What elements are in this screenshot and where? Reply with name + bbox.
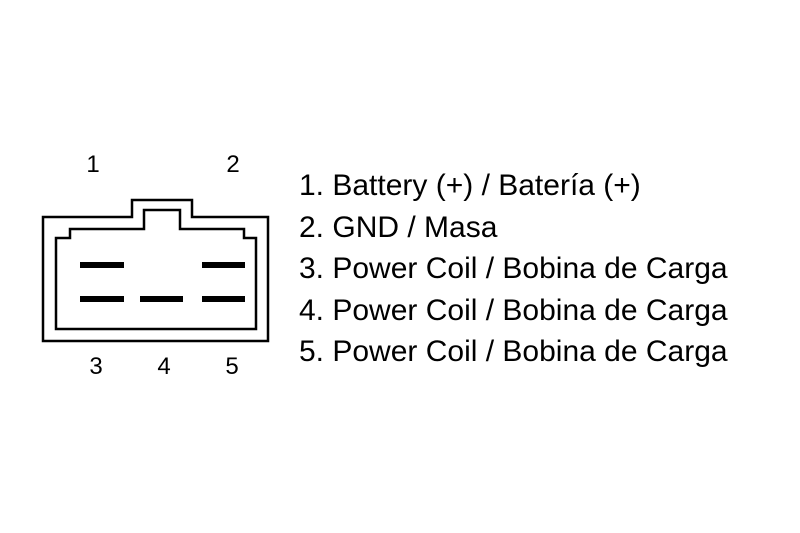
legend-item-pin-2: 2. GND / Masa [299, 210, 498, 244]
pin-terminal-3 [80, 296, 124, 302]
legend-item-pin-3: 3. Power Coil / Bobina de Carga [299, 252, 728, 285]
legend-item-pin-1: 1. Battery (+) / Batería (+) [299, 169, 641, 202]
pin-terminal-5 [202, 296, 245, 302]
pin-terminal-1 [80, 262, 124, 268]
pin-legend: 1. Battery (+) / Batería (+) 2. GND / Ma… [299, 165, 728, 373]
pin-terminal-4 [140, 296, 183, 302]
pin-label-4: 4 [157, 353, 170, 380]
connector-housing-outline [41, 198, 270, 343]
pin-label-3: 3 [89, 353, 102, 380]
connector-inner-outline [54, 208, 258, 331]
pin-terminal-2 [202, 262, 245, 268]
legend-item-pin-5: 5. Power Coil / Bobina de Carga [299, 335, 728, 368]
pin-label-2: 2 [226, 151, 239, 178]
pin-label-1: 1 [86, 151, 99, 178]
pin-label-5: 5 [225, 353, 238, 380]
legend-item-pin-4: 4. Power Coil / Bobina de Carga [299, 293, 728, 327]
